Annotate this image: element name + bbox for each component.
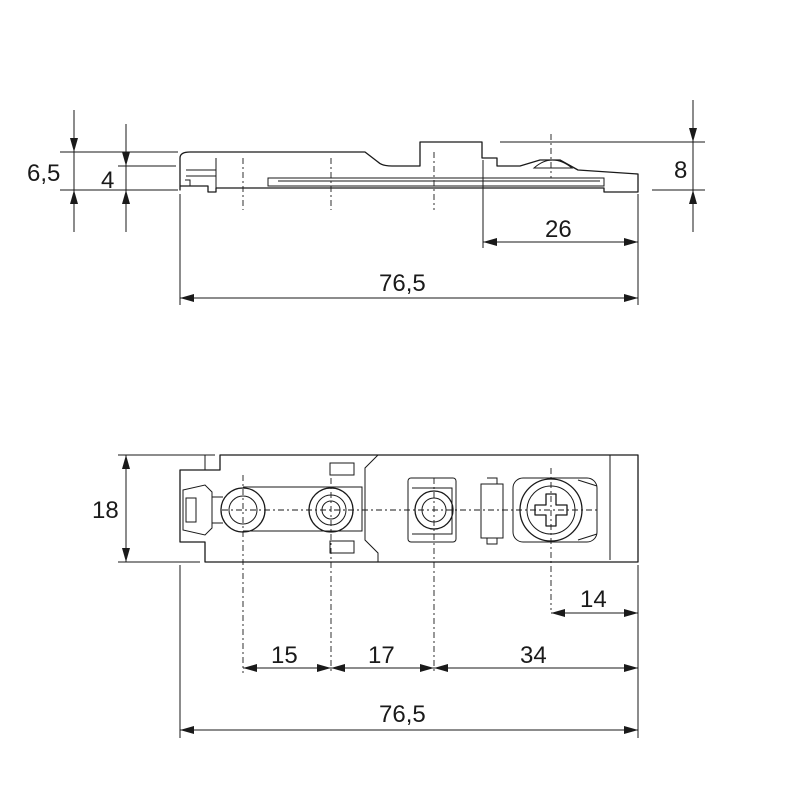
top-view: 18 14 15 17 34 76,5 [92, 454, 639, 738]
top-screw-offset-14-label: 14 [580, 586, 607, 613]
top-width-18-label: 18 [92, 497, 119, 524]
side-view-screw-head [532, 159, 574, 169]
top-view-plate [179, 454, 639, 563]
side-height-6-5-label: 6,5 [27, 160, 60, 187]
phillips-cross-icon [534, 493, 568, 527]
side-height-8-label: 8 [674, 157, 687, 184]
side-length-total-label: 76,5 [379, 270, 426, 297]
top-view-clip [182, 484, 213, 536]
side-view-rail [267, 177, 605, 187]
side-height-4-label: 4 [101, 167, 114, 194]
side-view: 6,5 4 8 26 76,5 [27, 100, 705, 305]
top-latch [480, 477, 504, 545]
side-length-26-label: 26 [545, 216, 572, 243]
side-view-plate [179, 141, 639, 193]
top-spacing-17-label: 17 [368, 642, 395, 669]
top-slot-upper [329, 462, 355, 476]
top-spacing-34-label: 34 [520, 642, 547, 669]
top-spacing-15-label: 15 [271, 642, 298, 669]
top-slot-lower [329, 540, 355, 554]
top-length-total-label: 76,5 [379, 701, 426, 728]
